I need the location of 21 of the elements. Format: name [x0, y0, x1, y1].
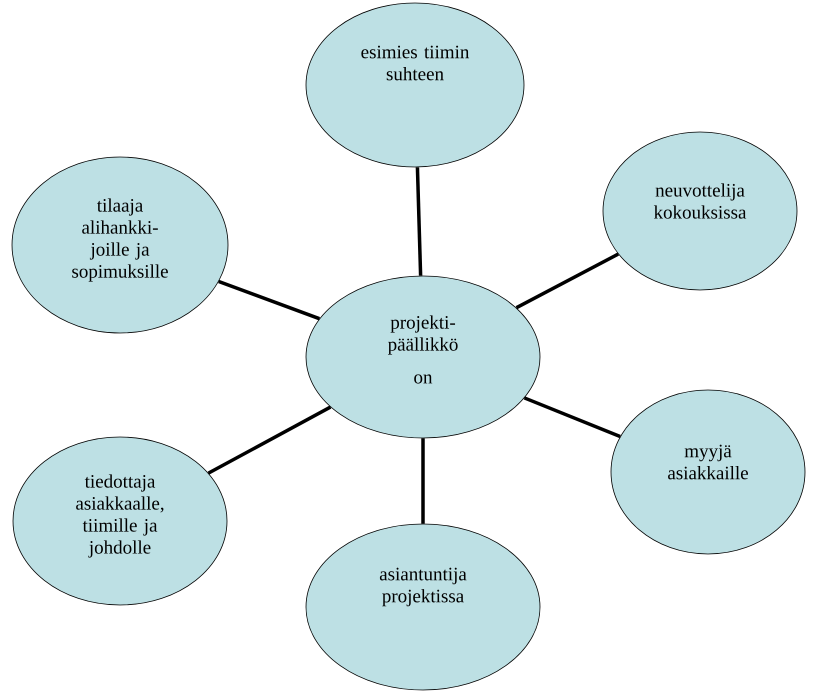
- ellipse-node: [306, 276, 540, 438]
- ellipse-node: [602, 132, 798, 290]
- node-text: on: [414, 374, 432, 384]
- connector-line: [218, 280, 320, 320]
- connector-line: [516, 252, 620, 310]
- node-text: myyjä asiakkaille: [668, 444, 748, 480]
- connector-line: [421, 438, 425, 524]
- ellipse-node: [306, 524, 540, 690]
- ellipse-node: [306, 2, 524, 168]
- node-text: tilaaja alihankki- joille ja sopimuksille: [72, 198, 168, 282]
- connector-line: [416, 167, 422, 276]
- node-text: neuvottelija kokouksissa: [654, 183, 746, 219]
- node-text: tiedottaja asiakkaalle, tiimille ja johdolle: [76, 474, 164, 558]
- connector-line: [208, 406, 332, 475]
- ellipse-node: [12, 156, 228, 334]
- node-text: asiantuntija projektissa: [380, 568, 467, 606]
- node-text: esimies tiimin suhteen: [361, 46, 470, 80]
- ellipse-node: [610, 390, 806, 554]
- connector-line: [524, 396, 621, 438]
- ellipse-node: [12, 436, 228, 606]
- node-text: projekti- päällikkö: [388, 315, 458, 355]
